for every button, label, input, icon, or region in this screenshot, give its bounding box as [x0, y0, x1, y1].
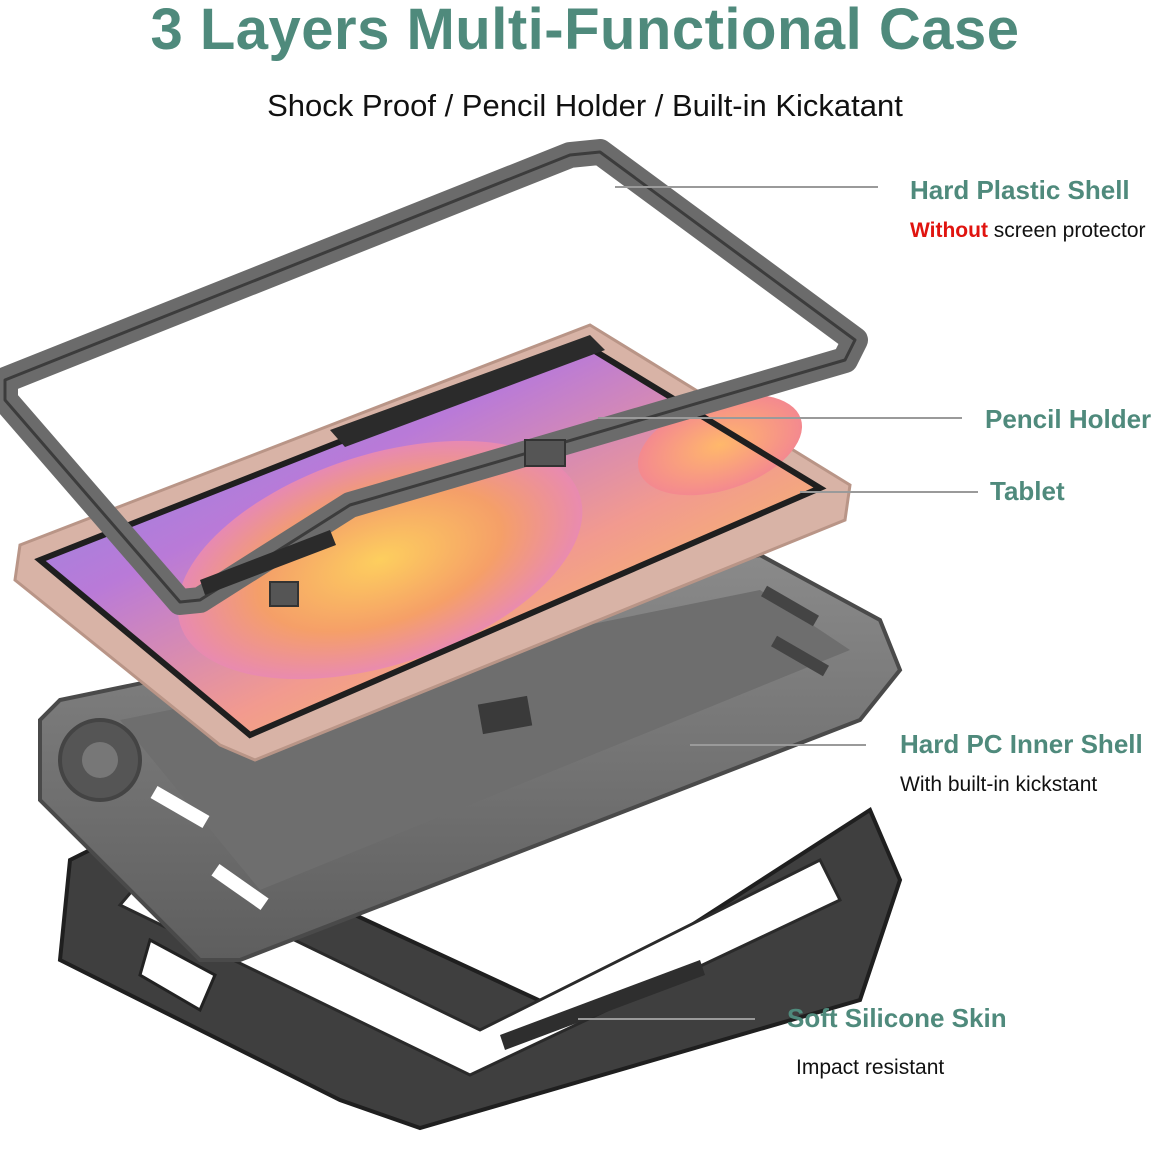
hard-plastic-shell-layer — [0, 139, 868, 615]
tablet-layer — [13, 323, 852, 762]
hard-pc-inner-shell-label: Hard PC Inner Shell — [900, 729, 1143, 759]
tablet-label: Tablet — [990, 476, 1065, 506]
hard-pc-inner-shell-layer — [38, 552, 903, 962]
page-title: 3 Layers Multi-Functional Case — [150, 0, 1020, 62]
hard-plastic-shell-label: Hard Plastic Shell — [910, 175, 1130, 205]
soft-silicone-skin-label: Soft Silicone Skin — [787, 1003, 1007, 1033]
screen-protector-text: screen protector — [987, 219, 1146, 242]
hard-pc-inner-shell-description: With built-in kickstant — [900, 773, 1098, 796]
pencil-holder-label: Pencil Holder — [985, 404, 1152, 434]
without-highlight: Without — [910, 219, 988, 242]
page-subtitle: Shock Proof / Pencil Holder / Built-in K… — [267, 88, 903, 123]
hard-plastic-shell-description: Without screen protector — [910, 218, 1146, 244]
soft-silicone-skin-description: Impact resistant — [796, 1056, 945, 1079]
